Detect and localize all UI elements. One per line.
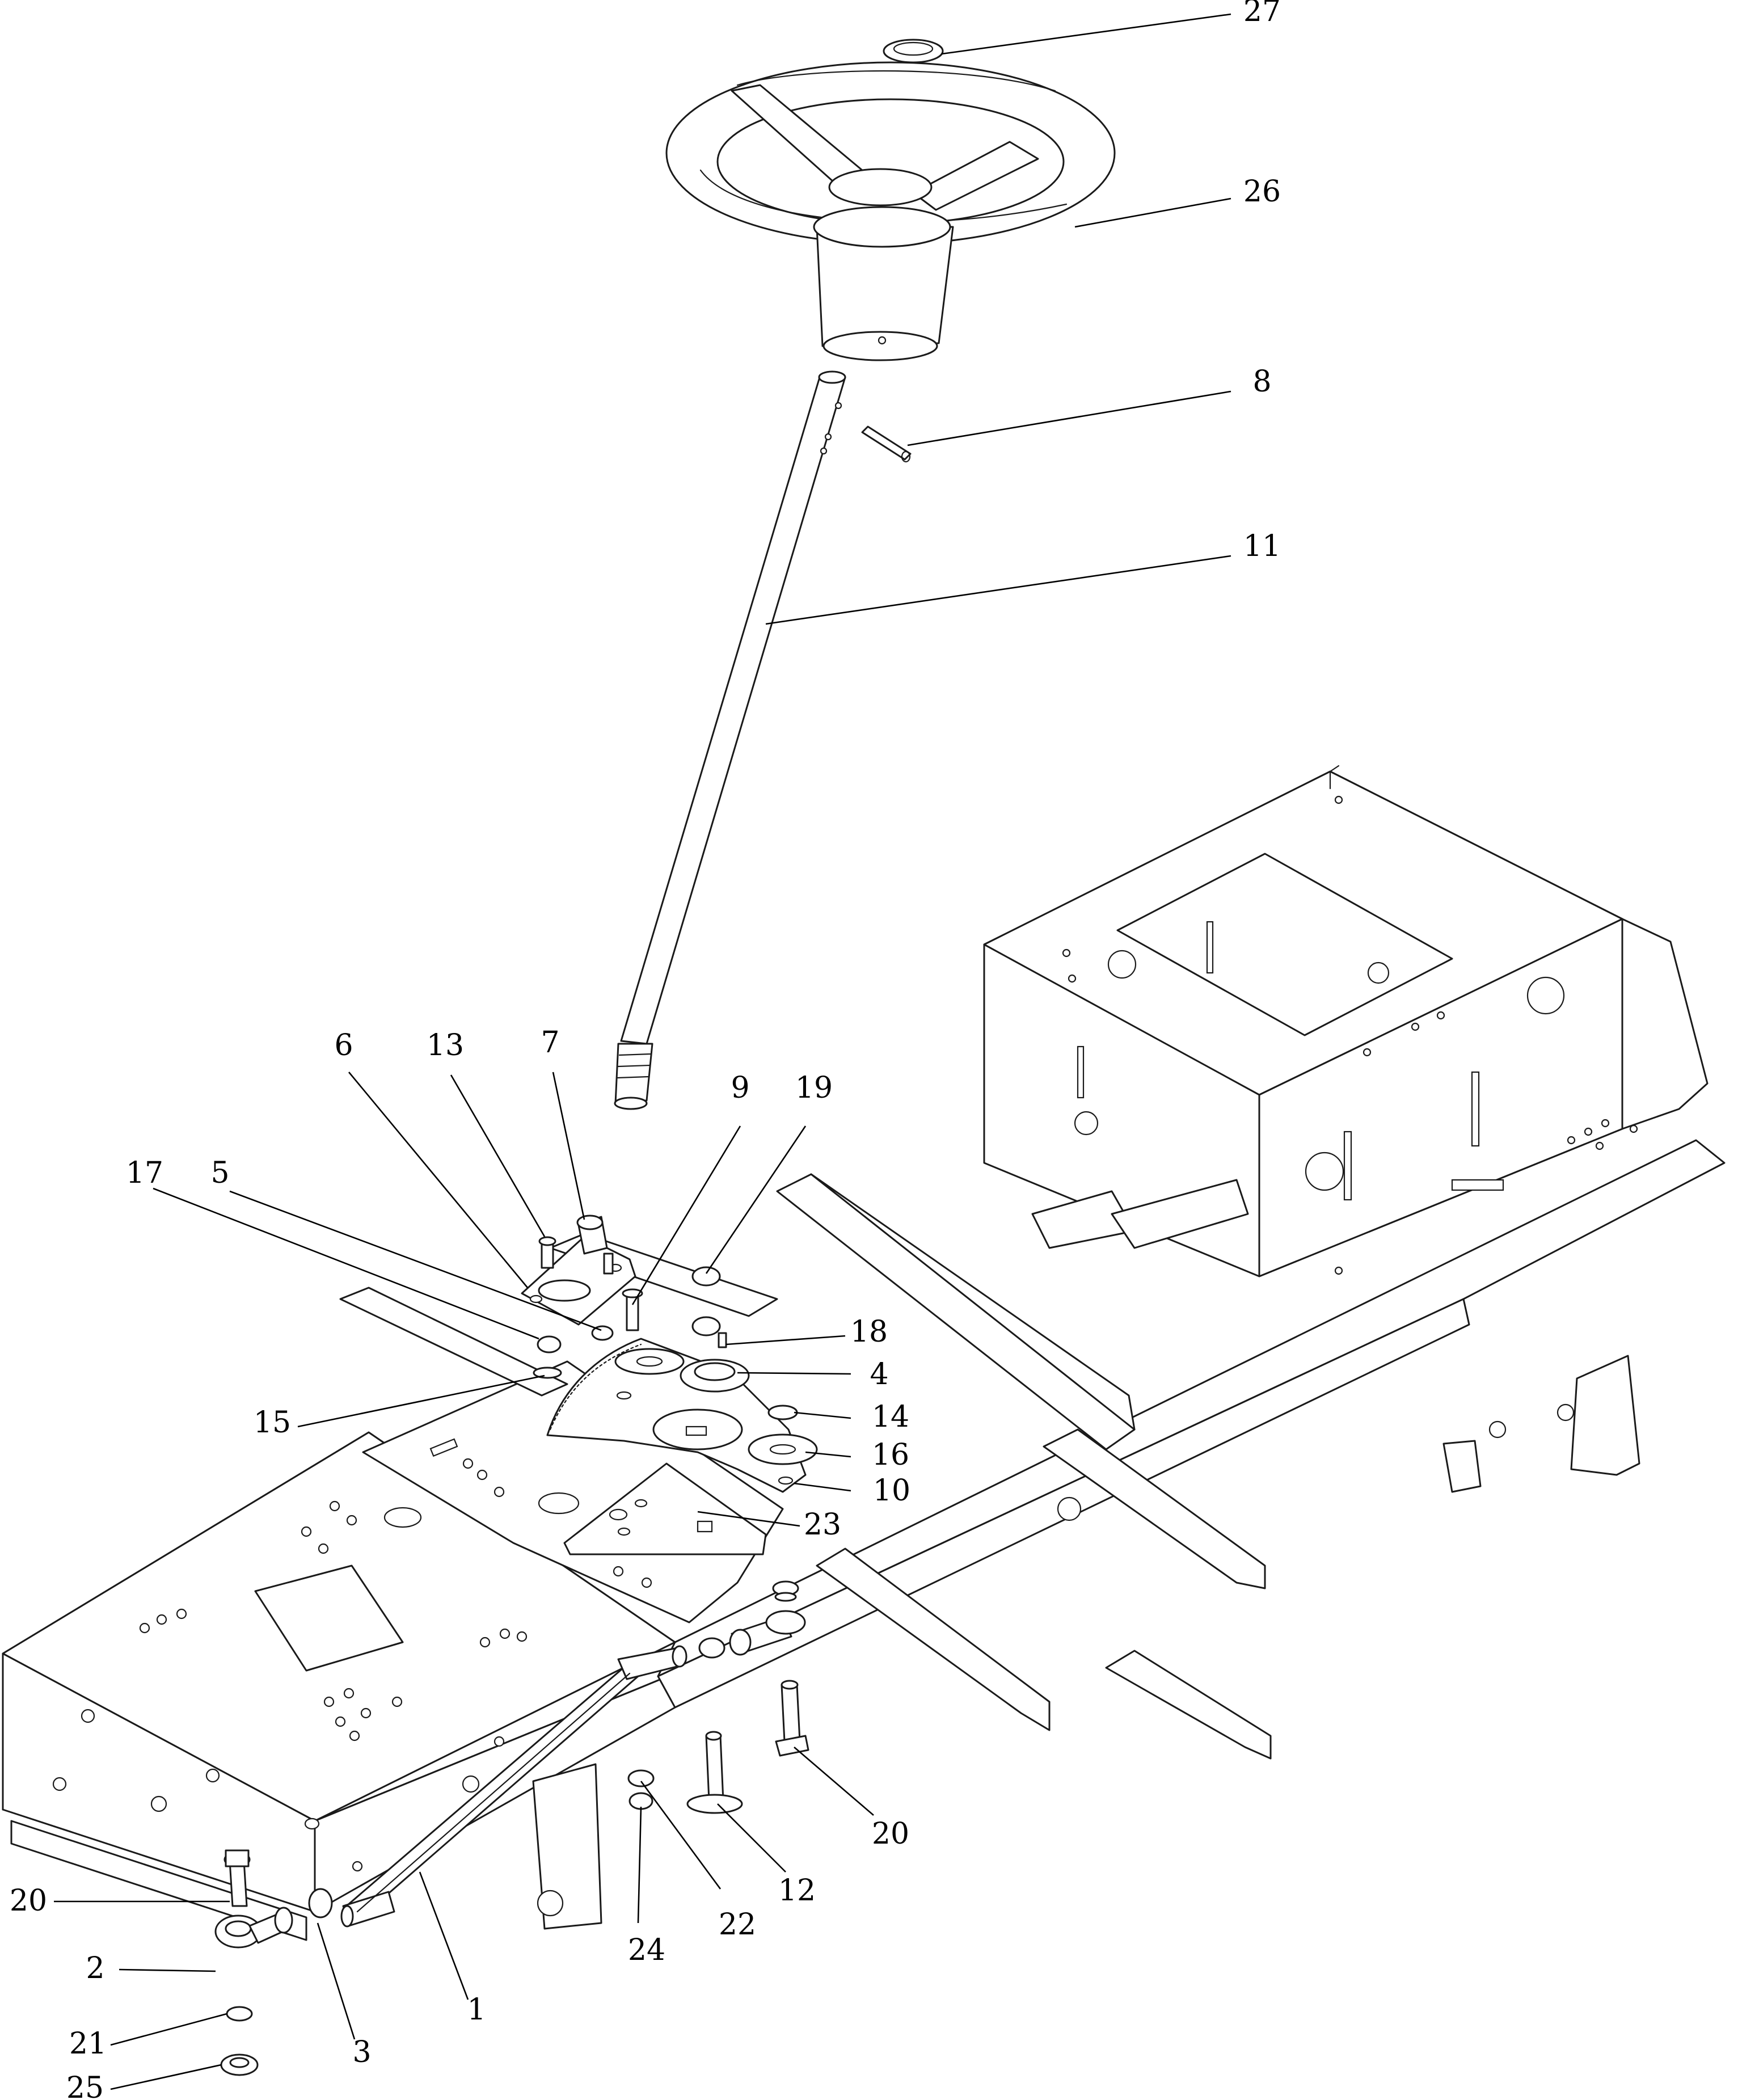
callout-10: 10 <box>873 1474 910 1508</box>
tie-rod-end-right <box>698 1580 806 1659</box>
callout-13: 13 <box>427 1028 464 1062</box>
callout-16: 16 <box>872 1438 909 1472</box>
callout-11: 11 <box>1243 529 1281 563</box>
callout-20a: 20 <box>872 1817 909 1851</box>
bolt-12 <box>686 1731 743 1814</box>
callout-17: 17 <box>126 1156 163 1190</box>
drag-link <box>340 1645 687 1928</box>
washer-21-nut-25 <box>220 2006 259 2076</box>
callout-23: 23 <box>804 1508 841 1542</box>
hardware-nuts-bolts <box>533 1266 727 1379</box>
callout-12: 12 <box>778 1874 816 1908</box>
callout-7: 7 <box>541 1026 559 1060</box>
callout-5: 5 <box>210 1156 229 1190</box>
center-cap <box>883 39 944 64</box>
support-bracket <box>521 1215 636 1326</box>
callout-14: 14 <box>872 1400 909 1434</box>
seat-plate <box>362 1360 784 1624</box>
steering-shaft <box>620 370 846 1045</box>
callout-24: 24 <box>628 1933 665 1967</box>
callout-9: 9 <box>731 1071 749 1105</box>
callout-21: 21 <box>69 2027 107 2061</box>
nut-22-24 <box>627 1769 655 1810</box>
steering-plate <box>563 1462 767 1555</box>
bolt-20-left <box>223 1849 251 1907</box>
callout-15: 15 <box>254 1406 291 1440</box>
rear-frame-housing <box>983 765 1709 1277</box>
leader-lines <box>54 13 1231 2090</box>
callout-3: 3 <box>352 2035 371 2069</box>
callout-25: 25 <box>66 2071 104 2100</box>
callout-4: 4 <box>870 1357 888 1391</box>
frame-rails <box>339 1139 1726 1930</box>
sector-gear <box>546 1338 818 1493</box>
bolt-20-right <box>775 1680 809 1757</box>
callout-18: 18 <box>850 1315 888 1349</box>
callout-2: 2 <box>86 1951 104 1985</box>
callout-8: 8 <box>1252 365 1271 399</box>
pinion-gear <box>614 1043 653 1110</box>
callout-1: 1 <box>467 1993 486 2027</box>
callout-19: 19 <box>795 1071 833 1105</box>
callout-6: 6 <box>334 1028 353 1062</box>
steering-wheel <box>665 61 1116 361</box>
callout-26: 26 <box>1243 175 1281 209</box>
callout-27: 27 <box>1243 0 1281 28</box>
callout-22: 22 <box>719 1908 756 1942</box>
callout-20b: 20 <box>10 1884 47 1918</box>
tie-rod-end-left <box>214 1888 333 1949</box>
roll-pin <box>861 425 912 463</box>
